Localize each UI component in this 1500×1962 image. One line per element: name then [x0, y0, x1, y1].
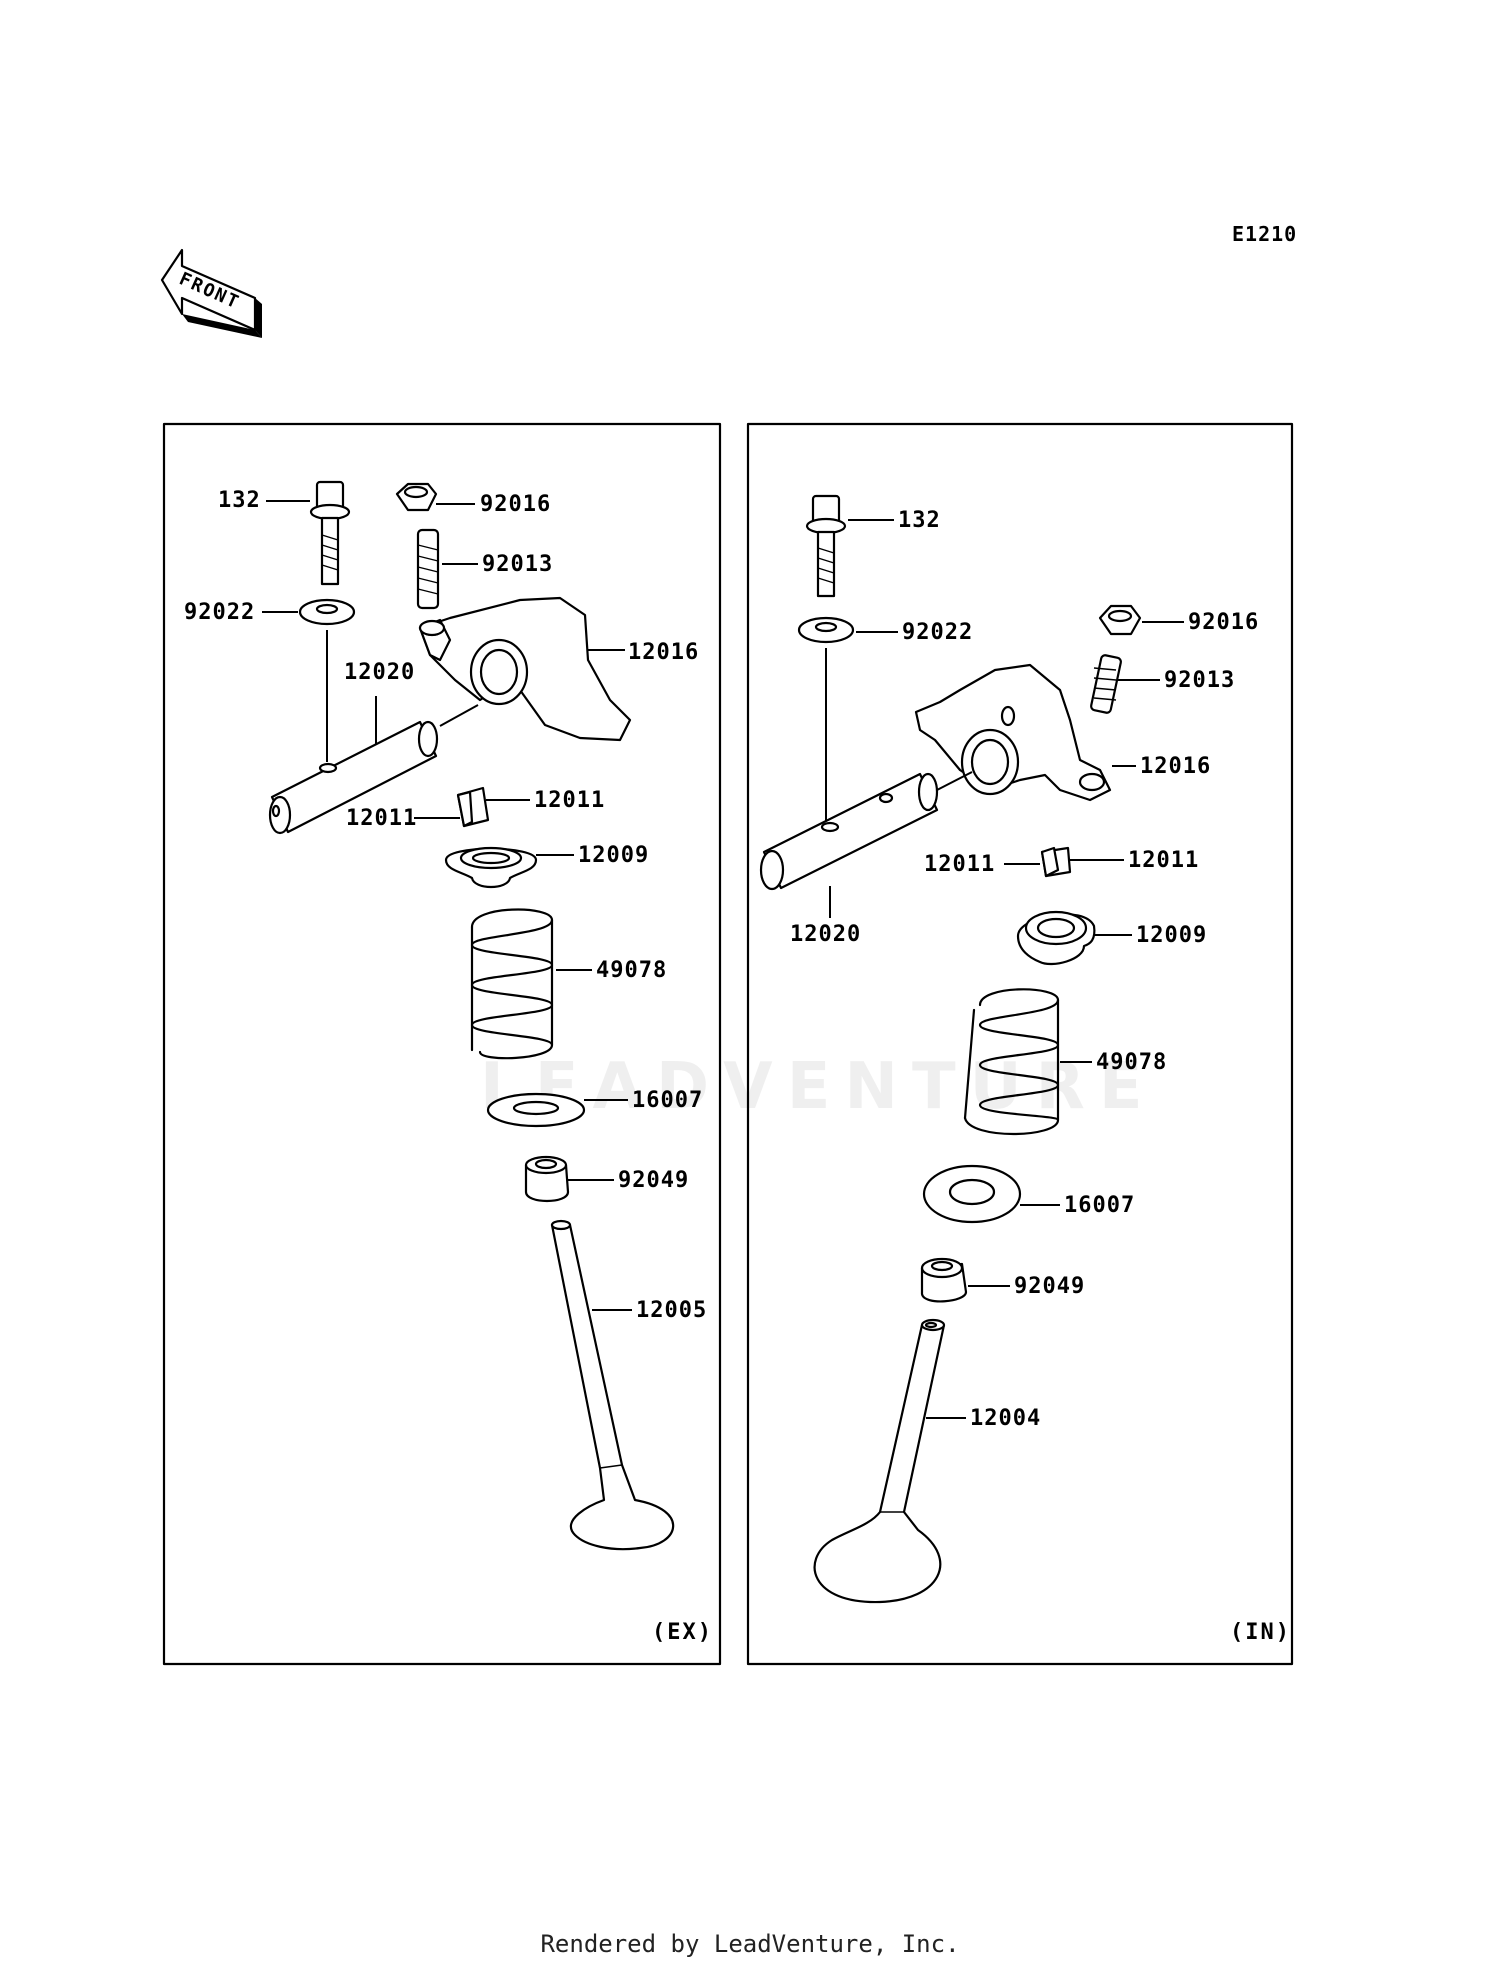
ex-label-valve: 12005 [636, 1298, 708, 1323]
in-valve-icon [813, 1318, 946, 1604]
ex-valve-icon [550, 1219, 675, 1551]
ex-label-bolt: 132 [218, 488, 261, 513]
in-label-spring: 49078 [1096, 1050, 1168, 1075]
ex-keeper-icon [456, 786, 490, 828]
ex-label-retainer: 12009 [578, 843, 650, 868]
ex-label-seal: 92049 [618, 1168, 690, 1193]
ex-label-keeper-left: 12011 [346, 806, 418, 831]
in-label-keeper-right: 12011 [1128, 848, 1200, 873]
in-label-washer: 92022 [902, 620, 974, 645]
panel-in-frame [746, 422, 1294, 1666]
in-shaft-icon [759, 772, 939, 891]
ex-retainer-icon [444, 846, 538, 889]
ex-label-spring-seat: 16007 [632, 1088, 704, 1113]
in-label-stud: 92013 [1164, 668, 1236, 693]
in-keeper-icon [1040, 846, 1072, 878]
in-label-retainer: 12009 [1136, 923, 1208, 948]
in-label-valve: 12004 [970, 1406, 1042, 1431]
ex-label-stud: 92013 [482, 552, 554, 577]
in-label-nut: 92016 [1188, 610, 1260, 635]
in-bolt-icon [805, 494, 847, 598]
ex-spring-seat-icon [486, 1092, 586, 1128]
in-retainer-icon [1016, 910, 1096, 966]
in-spring-icon [963, 988, 1060, 1136]
in-valve-seal-icon [920, 1257, 968, 1303]
watermark: LEADVENTURE [480, 1050, 1157, 1124]
ex-rocker-arm-icon [418, 596, 632, 742]
ex-valve-seal-icon [524, 1155, 570, 1202]
diagram-code: E1210 [1232, 222, 1298, 246]
ex-label-nut: 92016 [480, 492, 552, 517]
ex-washer-icon [298, 598, 356, 626]
in-nut-icon [1098, 604, 1142, 636]
ex-label-rocker-arm: 12016 [628, 640, 700, 665]
in-washer-icon [797, 616, 855, 644]
ex-spring-icon [470, 908, 554, 1060]
ex-label-spring: 49078 [596, 958, 668, 983]
ex-bolt-icon [309, 480, 351, 586]
ex-label-keeper-right: 12011 [534, 788, 606, 813]
in-label-spring-seat: 16007 [1064, 1193, 1136, 1218]
ex-nut-icon [395, 482, 438, 512]
in-label-seal: 92049 [1014, 1274, 1086, 1299]
ex-panel-tag: (EX) [652, 1620, 713, 1645]
ex-shaft-icon [268, 720, 439, 835]
in-label-keeper-left: 12011 [924, 852, 996, 877]
panel-ex-frame [162, 422, 722, 1666]
ex-stud-icon [416, 528, 440, 610]
in-label-rocker-arm: 12016 [1140, 754, 1212, 779]
in-rocker-arm-icon [914, 663, 1112, 802]
ex-label-washer: 92022 [184, 600, 256, 625]
ex-label-shaft: 12020 [344, 660, 416, 685]
in-stud-icon [1090, 654, 1122, 714]
footer-credit: Rendered by LeadVenture, Inc. [540, 1930, 960, 1958]
in-panel-tag: (IN) [1230, 1620, 1291, 1645]
in-label-bolt: 132 [898, 508, 941, 533]
front-arrow-icon: FRONT [160, 248, 262, 338]
in-label-shaft: 12020 [790, 922, 862, 947]
in-spring-seat-icon [922, 1164, 1022, 1224]
